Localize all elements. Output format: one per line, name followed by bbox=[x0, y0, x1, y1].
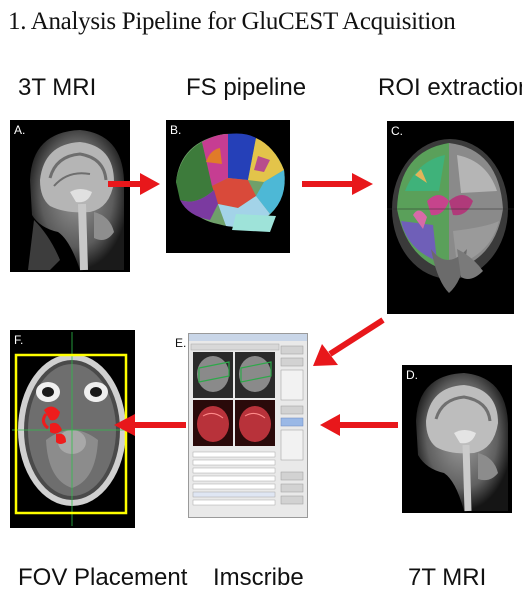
panel-b-fs-pipeline: B. bbox=[166, 120, 290, 253]
label-3t-mri: 3T MRI bbox=[18, 74, 97, 101]
panel-letter-b: B. bbox=[170, 123, 182, 137]
label-fs-pipeline: FS pipeline bbox=[186, 74, 307, 101]
arrow-c-to-e bbox=[313, 317, 385, 366]
figure-title: 1. Analysis Pipeline for GluCEST Acquisi… bbox=[8, 8, 456, 35]
cortical-parcellation-image bbox=[176, 133, 285, 232]
label-fov-placement: FOV Placement bbox=[18, 564, 188, 591]
arrow-d-to-e bbox=[320, 414, 398, 436]
arrow-b-to-c bbox=[302, 173, 373, 195]
panel-letter-d: D. bbox=[406, 368, 418, 382]
sagittal-mri-image-a bbox=[28, 130, 124, 271]
panel-letter-f: F. bbox=[14, 333, 24, 347]
axial-fov-image bbox=[12, 332, 133, 526]
panel-a-3t-mri: A. bbox=[10, 120, 130, 272]
panel-d-7t-mri: D. bbox=[402, 365, 512, 513]
arrow-a-to-b bbox=[108, 173, 160, 195]
label-roi-extraction: ROI extraction bbox=[378, 74, 522, 101]
panel-letter-c: C. bbox=[391, 124, 403, 138]
panel-letter-e: E. bbox=[175, 336, 187, 350]
arrow-e-to-f bbox=[114, 414, 186, 436]
panel-c-roi-extraction: C. bbox=[387, 121, 514, 314]
label-7t-mri: 7T MRI bbox=[408, 564, 487, 591]
imscribe-window-image bbox=[189, 334, 307, 506]
sagittal-mri-image-d bbox=[416, 373, 508, 512]
fov-box bbox=[14, 353, 128, 515]
panel-letter-a: A. bbox=[14, 123, 26, 137]
coronal-roi-image bbox=[387, 139, 514, 293]
panel-e-imscribe: E. bbox=[175, 333, 308, 518]
label-imscribe: Imscribe bbox=[213, 564, 304, 591]
panel-f-fov-placement: F. bbox=[10, 330, 135, 528]
